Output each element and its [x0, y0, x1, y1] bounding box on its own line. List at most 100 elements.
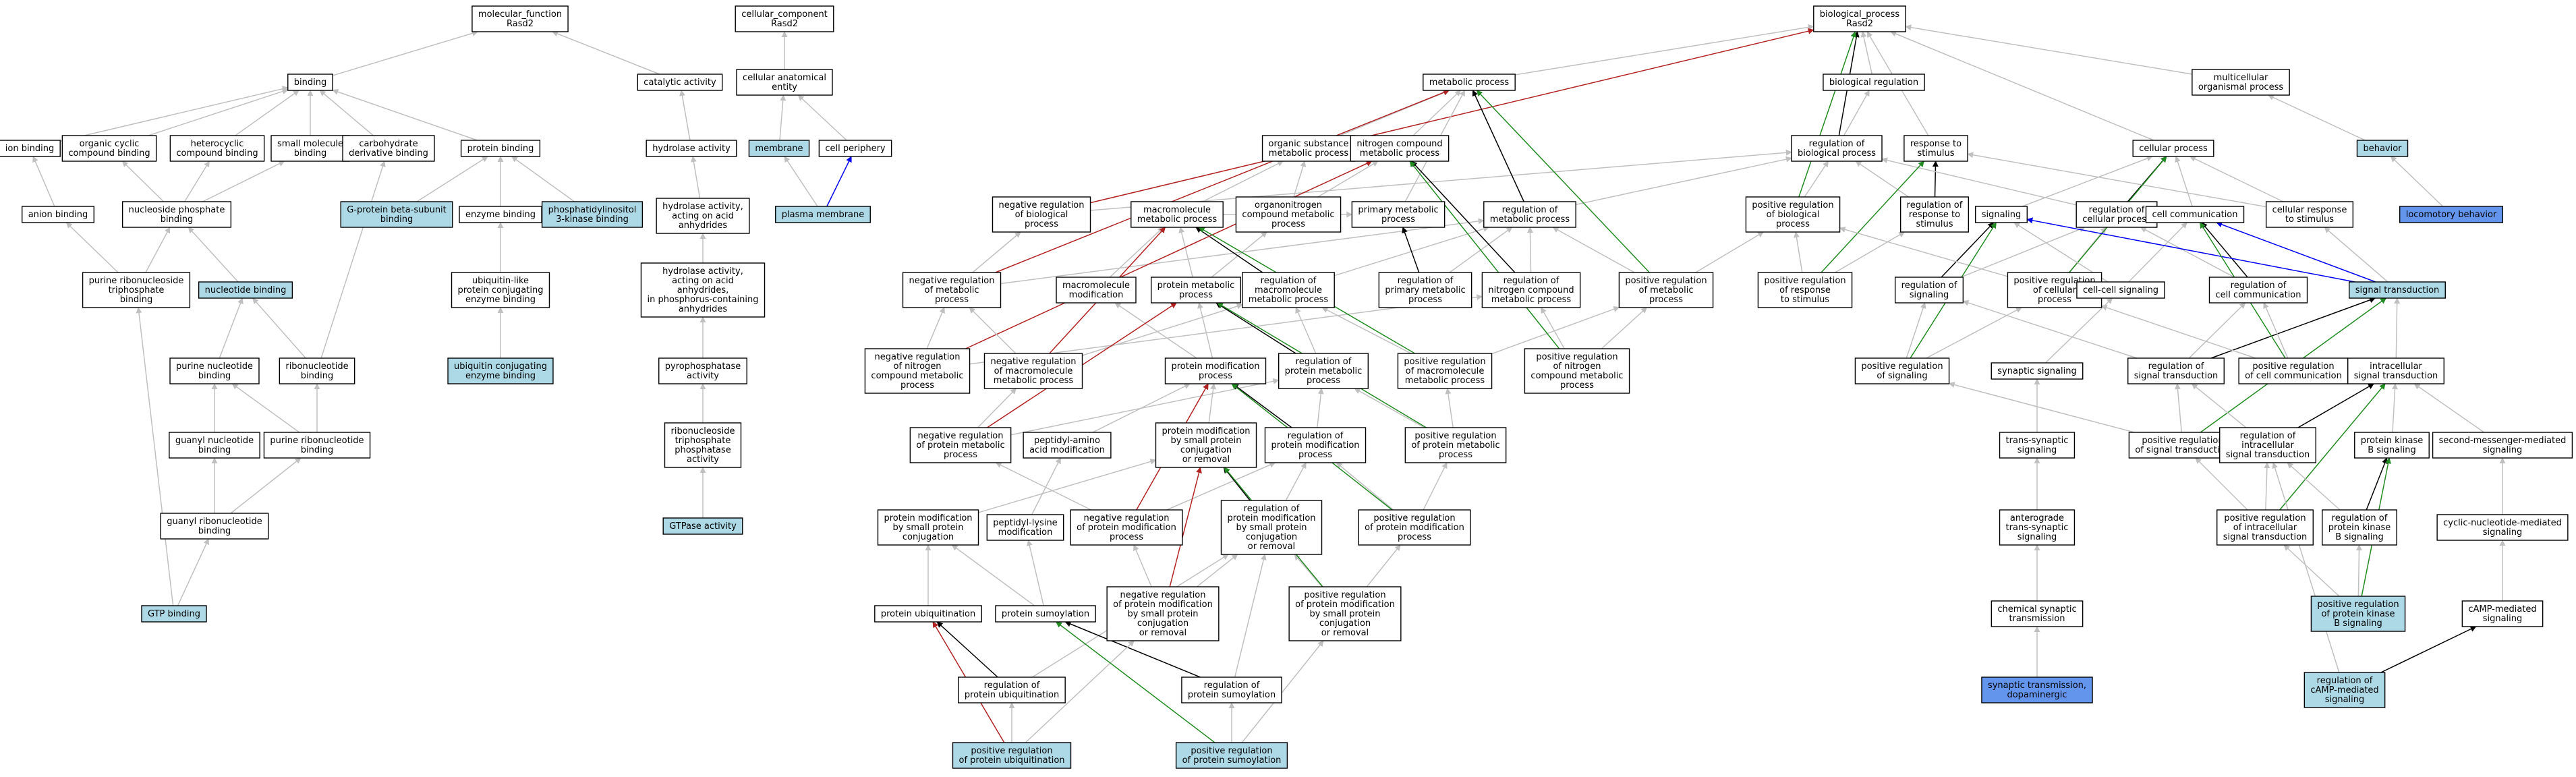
- go-term-node-nucbind[interactable]: nucleotide binding: [198, 281, 293, 299]
- go-term-node-gtpase[interactable]: GTPase activity: [662, 517, 743, 535]
- go-term-node-hydroanhyd[interactable]: hydrolase activity,acting on acidanhydri…: [656, 198, 750, 234]
- go-term-node-protbind[interactable]: protein binding: [460, 140, 541, 157]
- go-term-node-enzbind[interactable]: enzyme binding: [459, 206, 542, 223]
- go-term-node-protubiq[interactable]: protein ubiquitination: [874, 605, 982, 623]
- go-term-node-binding[interactable]: binding: [287, 74, 333, 91]
- go-term-node-behavior[interactable]: behavior: [2356, 140, 2409, 157]
- go-term-node-synsig[interactable]: synaptic signaling: [1991, 362, 2084, 380]
- go-term-node-signaling[interactable]: signaling: [1975, 206, 2028, 223]
- go-term-node-hydrophos[interactable]: hydrolase activity,acting on acidanhydri…: [640, 262, 766, 318]
- go-term-node-locomotory[interactable]: locomotory behavior: [2399, 206, 2503, 223]
- go-term-node-gtpbind[interactable]: GTP binding: [141, 605, 207, 623]
- go-term-node-catact[interactable]: catalytic activity: [637, 74, 723, 91]
- go-term-node-biolreg[interactable]: biological regulation: [1823, 74, 1925, 91]
- go-term-node-cellperiph[interactable]: cell periphery: [818, 140, 892, 157]
- go-term-node-metproc[interactable]: metabolic process: [1423, 74, 1516, 91]
- go-term-node-ntpase[interactable]: ribonucleosidetriphosphatephosphataseact…: [664, 422, 742, 468]
- go-term-node-sigtrans[interactable]: signal transduction: [2349, 281, 2446, 299]
- go-term-node-ionbind[interactable]: ion binding: [0, 140, 61, 157]
- go-term-node-cellproc[interactable]: cellular process: [2132, 140, 2214, 157]
- go-term-node-cellcellsig[interactable]: cell-cell signaling: [2076, 281, 2165, 299]
- go-term-node-plasmamem[interactable]: plasma membrane: [775, 206, 871, 223]
- go-term-node-membrane[interactable]: membrane: [748, 140, 810, 157]
- go-term-node-protsumo[interactable]: protein sumoylation: [995, 605, 1096, 623]
